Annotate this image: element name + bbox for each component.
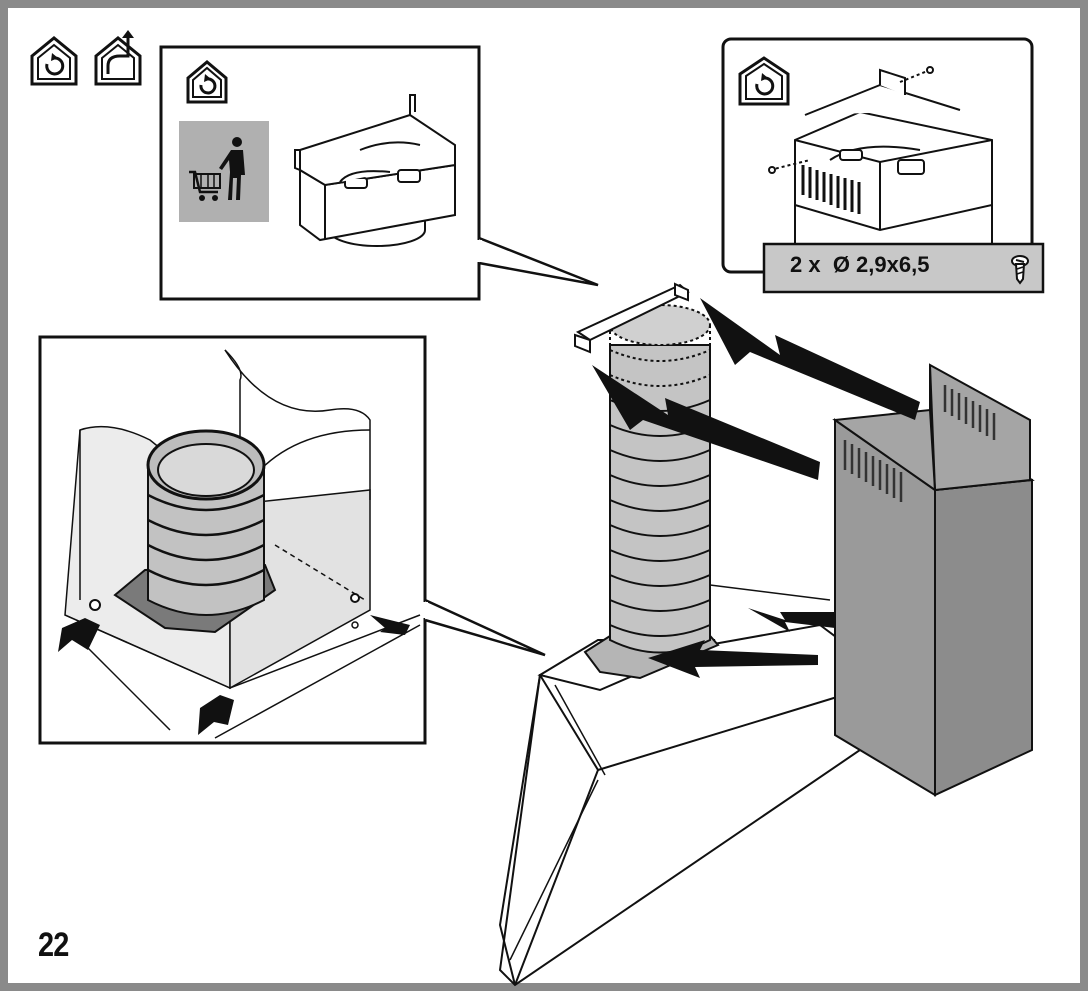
page-number: 22 [38,926,69,964]
duct-connection-inset [38,335,546,745]
arrow-duct-upper [592,365,820,480]
recirculation-kit-inset [159,45,599,301]
chimney-hood-main [498,282,1035,987]
screw-spec-label: 2 x Ø 2,9x6,5 [790,250,990,280]
arrow-duct-lower [648,640,818,678]
screw-fixing-inset [721,37,1045,294]
arrow-chimney-upper [700,298,920,420]
screw-size: Ø 2,9x6,5 [832,252,930,277]
screw-icon [1011,255,1029,285]
recirculation-mode-icon [30,36,78,86]
recirculation-mode-icon [186,60,228,104]
carbon-filter-unit [294,94,456,247]
arrow-up-center [198,695,234,735]
exhaust-mode-icon [94,30,142,86]
recirculation-mode-icon [738,56,790,106]
shopping-cart-icon [189,137,245,201]
arrow-up-left [58,618,100,652]
screw-quantity: 2 x [790,252,821,277]
arrow-chimney-lower [748,608,835,632]
arrow-left-right [370,615,410,635]
screw-spec-bar [762,242,1045,294]
